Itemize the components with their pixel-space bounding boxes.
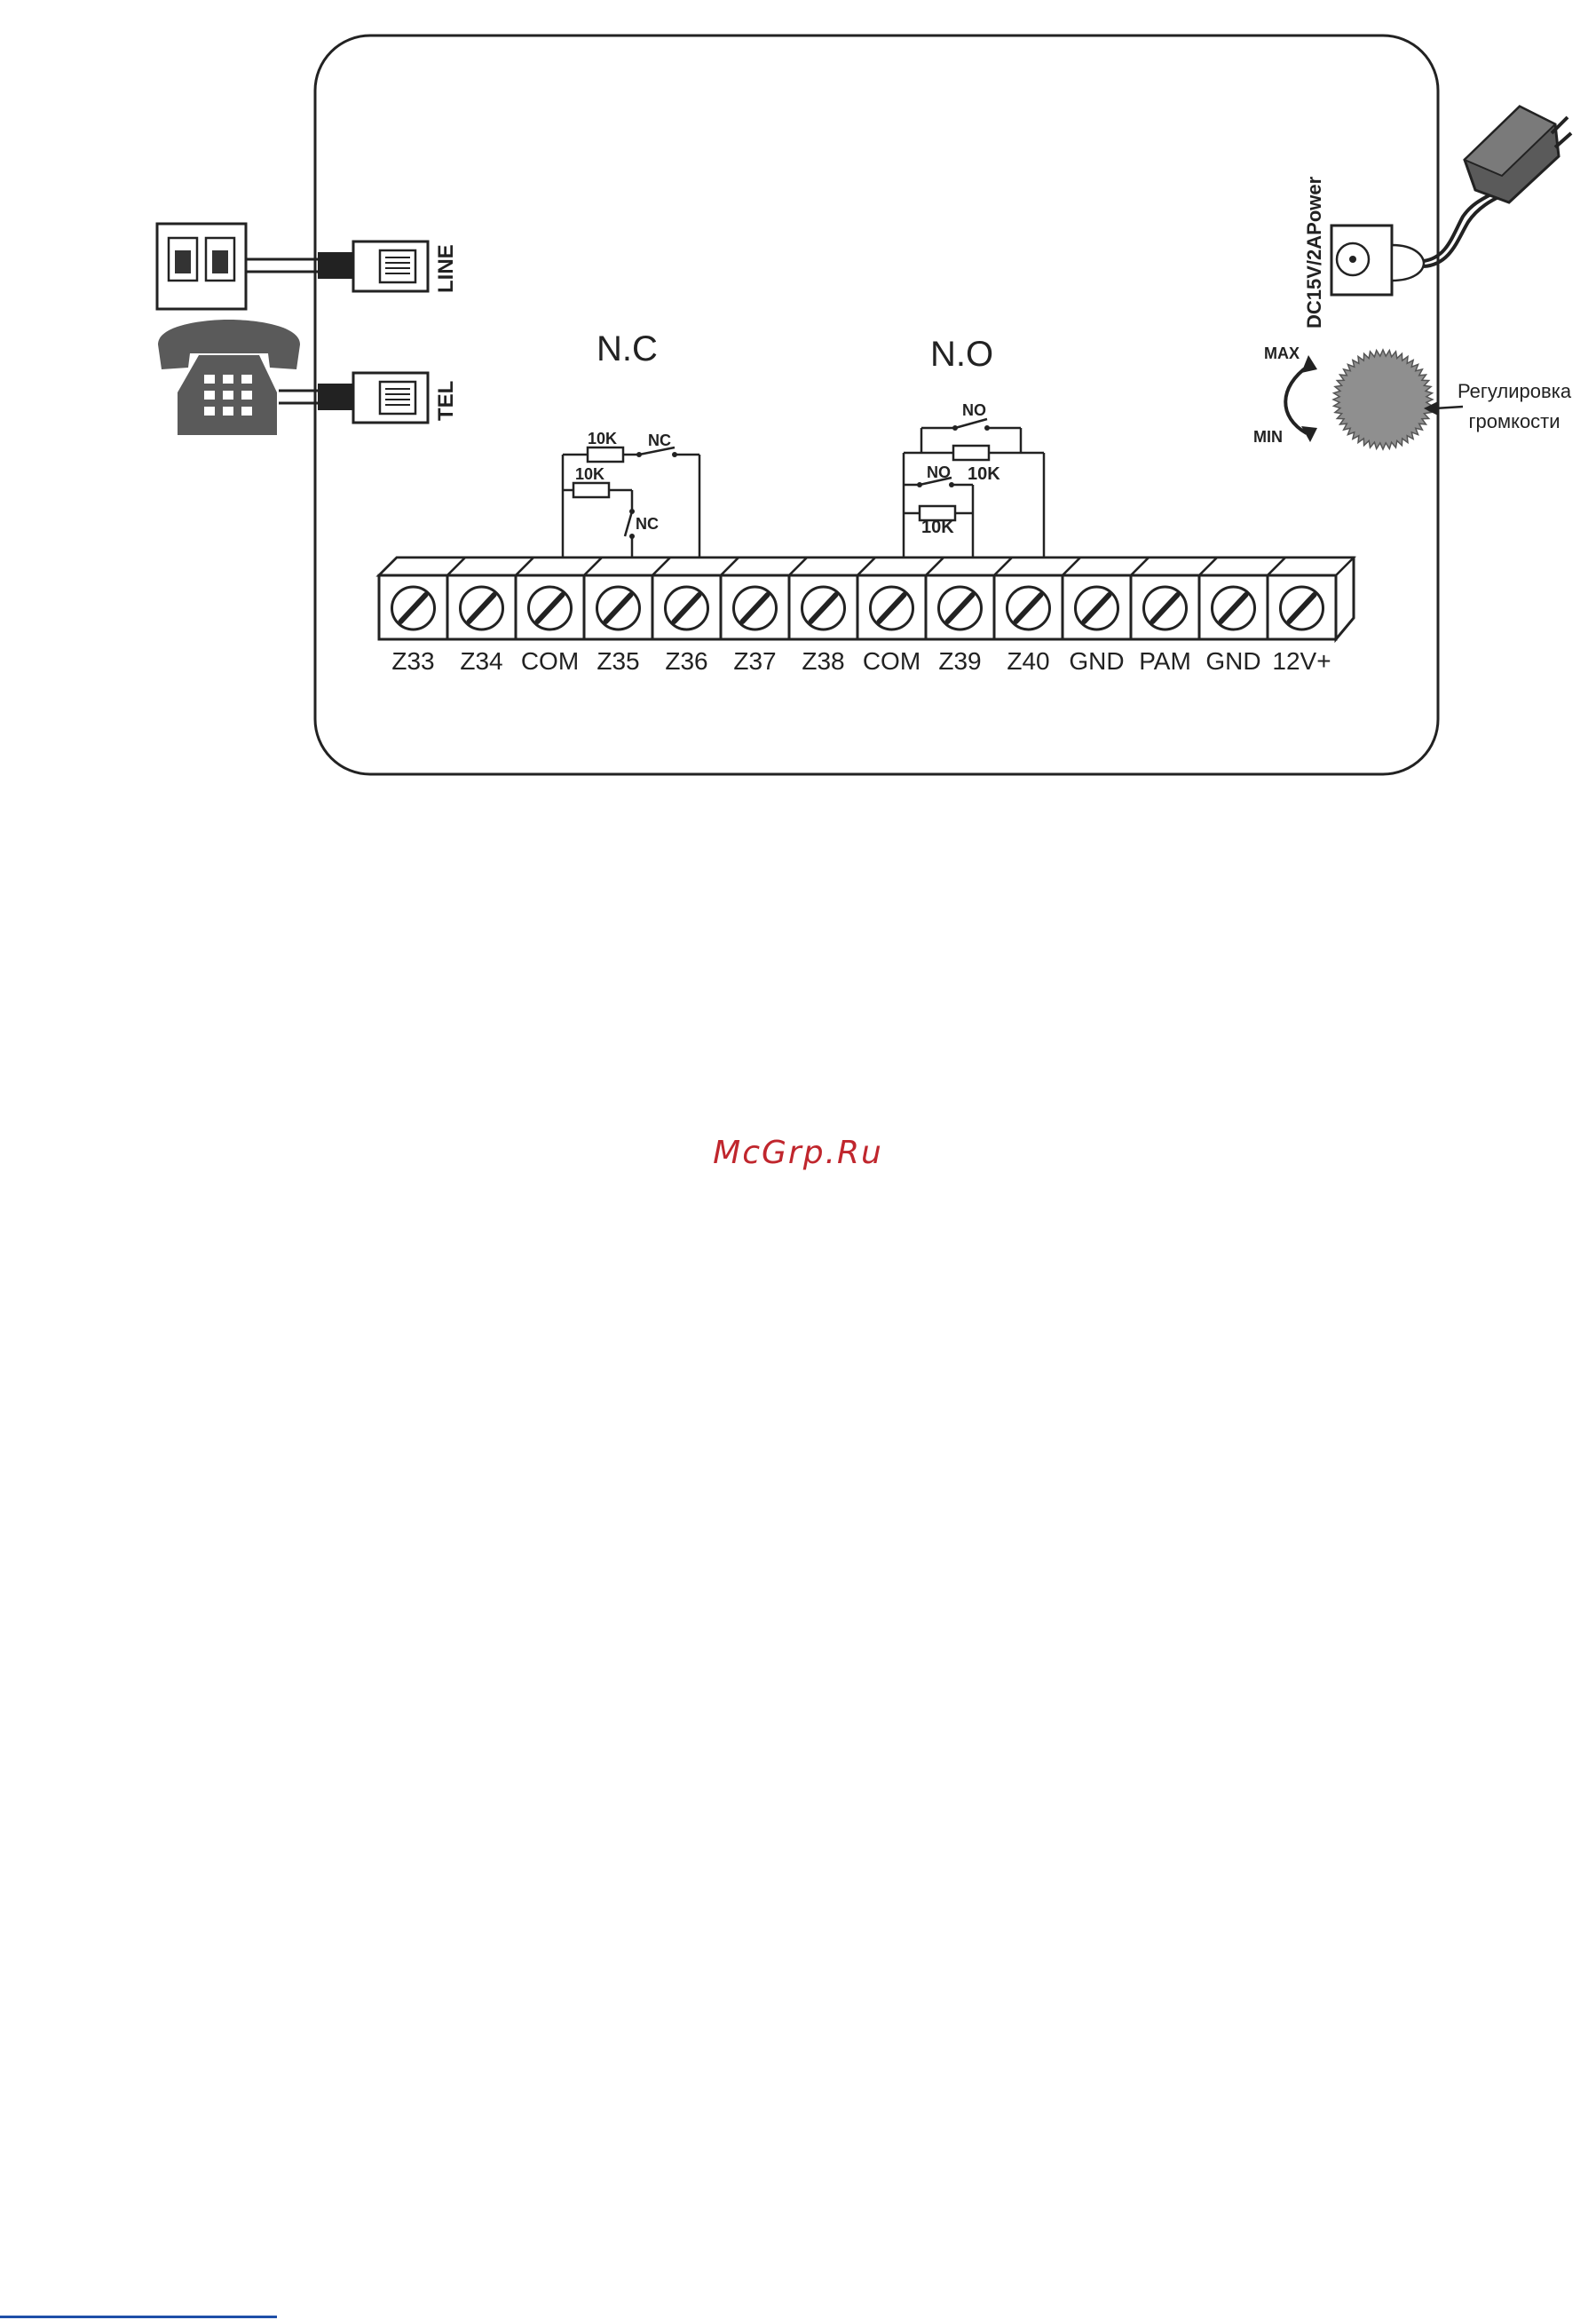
no-section-title: N.O — [930, 335, 993, 374]
telephone-icon — [158, 320, 300, 435]
no-resistor-bottom-label: 10K — [921, 518, 954, 537]
terminal-label: Z38 — [802, 647, 844, 675]
terminal-label: Z36 — [665, 647, 707, 675]
wall-socket-icon — [157, 224, 246, 309]
volume-min-label: MIN — [1253, 428, 1283, 446]
terminal-label: Z33 — [391, 647, 434, 675]
nc-resistor-mid-label: 10K — [575, 465, 604, 483]
volume-label-line1: Регулировка — [1458, 380, 1572, 402]
no-resistor-mid-label: 10K — [968, 464, 1000, 484]
volume-adjust-arrow-icon — [1285, 355, 1317, 442]
terminal-label: Z39 — [938, 647, 981, 675]
terminal-block — [379, 558, 1354, 639]
power-cable — [1424, 190, 1502, 266]
terminal-label: GND — [1069, 647, 1124, 675]
volume-knob-icon — [1333, 350, 1433, 449]
volume-pointer-icon — [1424, 401, 1463, 416]
power-adapter-icon — [1465, 107, 1571, 202]
tel-port-label: TEL — [434, 381, 458, 421]
no-switch-top-label: NO — [962, 401, 986, 419]
terminal-label: Z37 — [733, 647, 776, 675]
power-label: DC15V/2APower — [1303, 176, 1325, 329]
no-switch-mid-label: NO — [927, 463, 951, 481]
terminal-label: 12V+ — [1272, 647, 1331, 675]
terminal-label: Z34 — [460, 647, 502, 675]
terminal-label: PAM — [1139, 647, 1191, 675]
volume-label-line2: громкости — [1468, 410, 1560, 432]
power-jack-icon — [1331, 226, 1424, 295]
footer-line — [0, 2316, 277, 2318]
nc-resistor-top-label: 10K — [588, 430, 617, 447]
nc-switch-top-label: NC — [648, 432, 671, 449]
line-port-label: LINE — [434, 244, 458, 293]
volume-max-label: MAX — [1264, 344, 1300, 362]
watermark: McGrp.Ru — [0, 1135, 1596, 1171]
nc-wiring — [563, 447, 699, 558]
terminal-label: Z40 — [1007, 647, 1049, 675]
terminal-label: Z35 — [597, 647, 639, 675]
terminal-labels: Z33 Z34 COM Z35 Z36 Z37 Z38 COM Z39 Z40 GND PAM GND 1… — [391, 647, 1331, 675]
line-rj11-plug-icon — [318, 242, 428, 291]
tel-rj11-plug-icon — [318, 373, 428, 423]
terminal-label: COM — [863, 647, 920, 675]
tel-cable — [279, 391, 320, 403]
nc-section-title: N.C — [597, 329, 658, 368]
terminal-label: COM — [521, 647, 579, 675]
terminal-label: GND — [1205, 647, 1260, 675]
line-cable — [246, 259, 320, 272]
nc-switch-side-label: NC — [636, 515, 659, 533]
